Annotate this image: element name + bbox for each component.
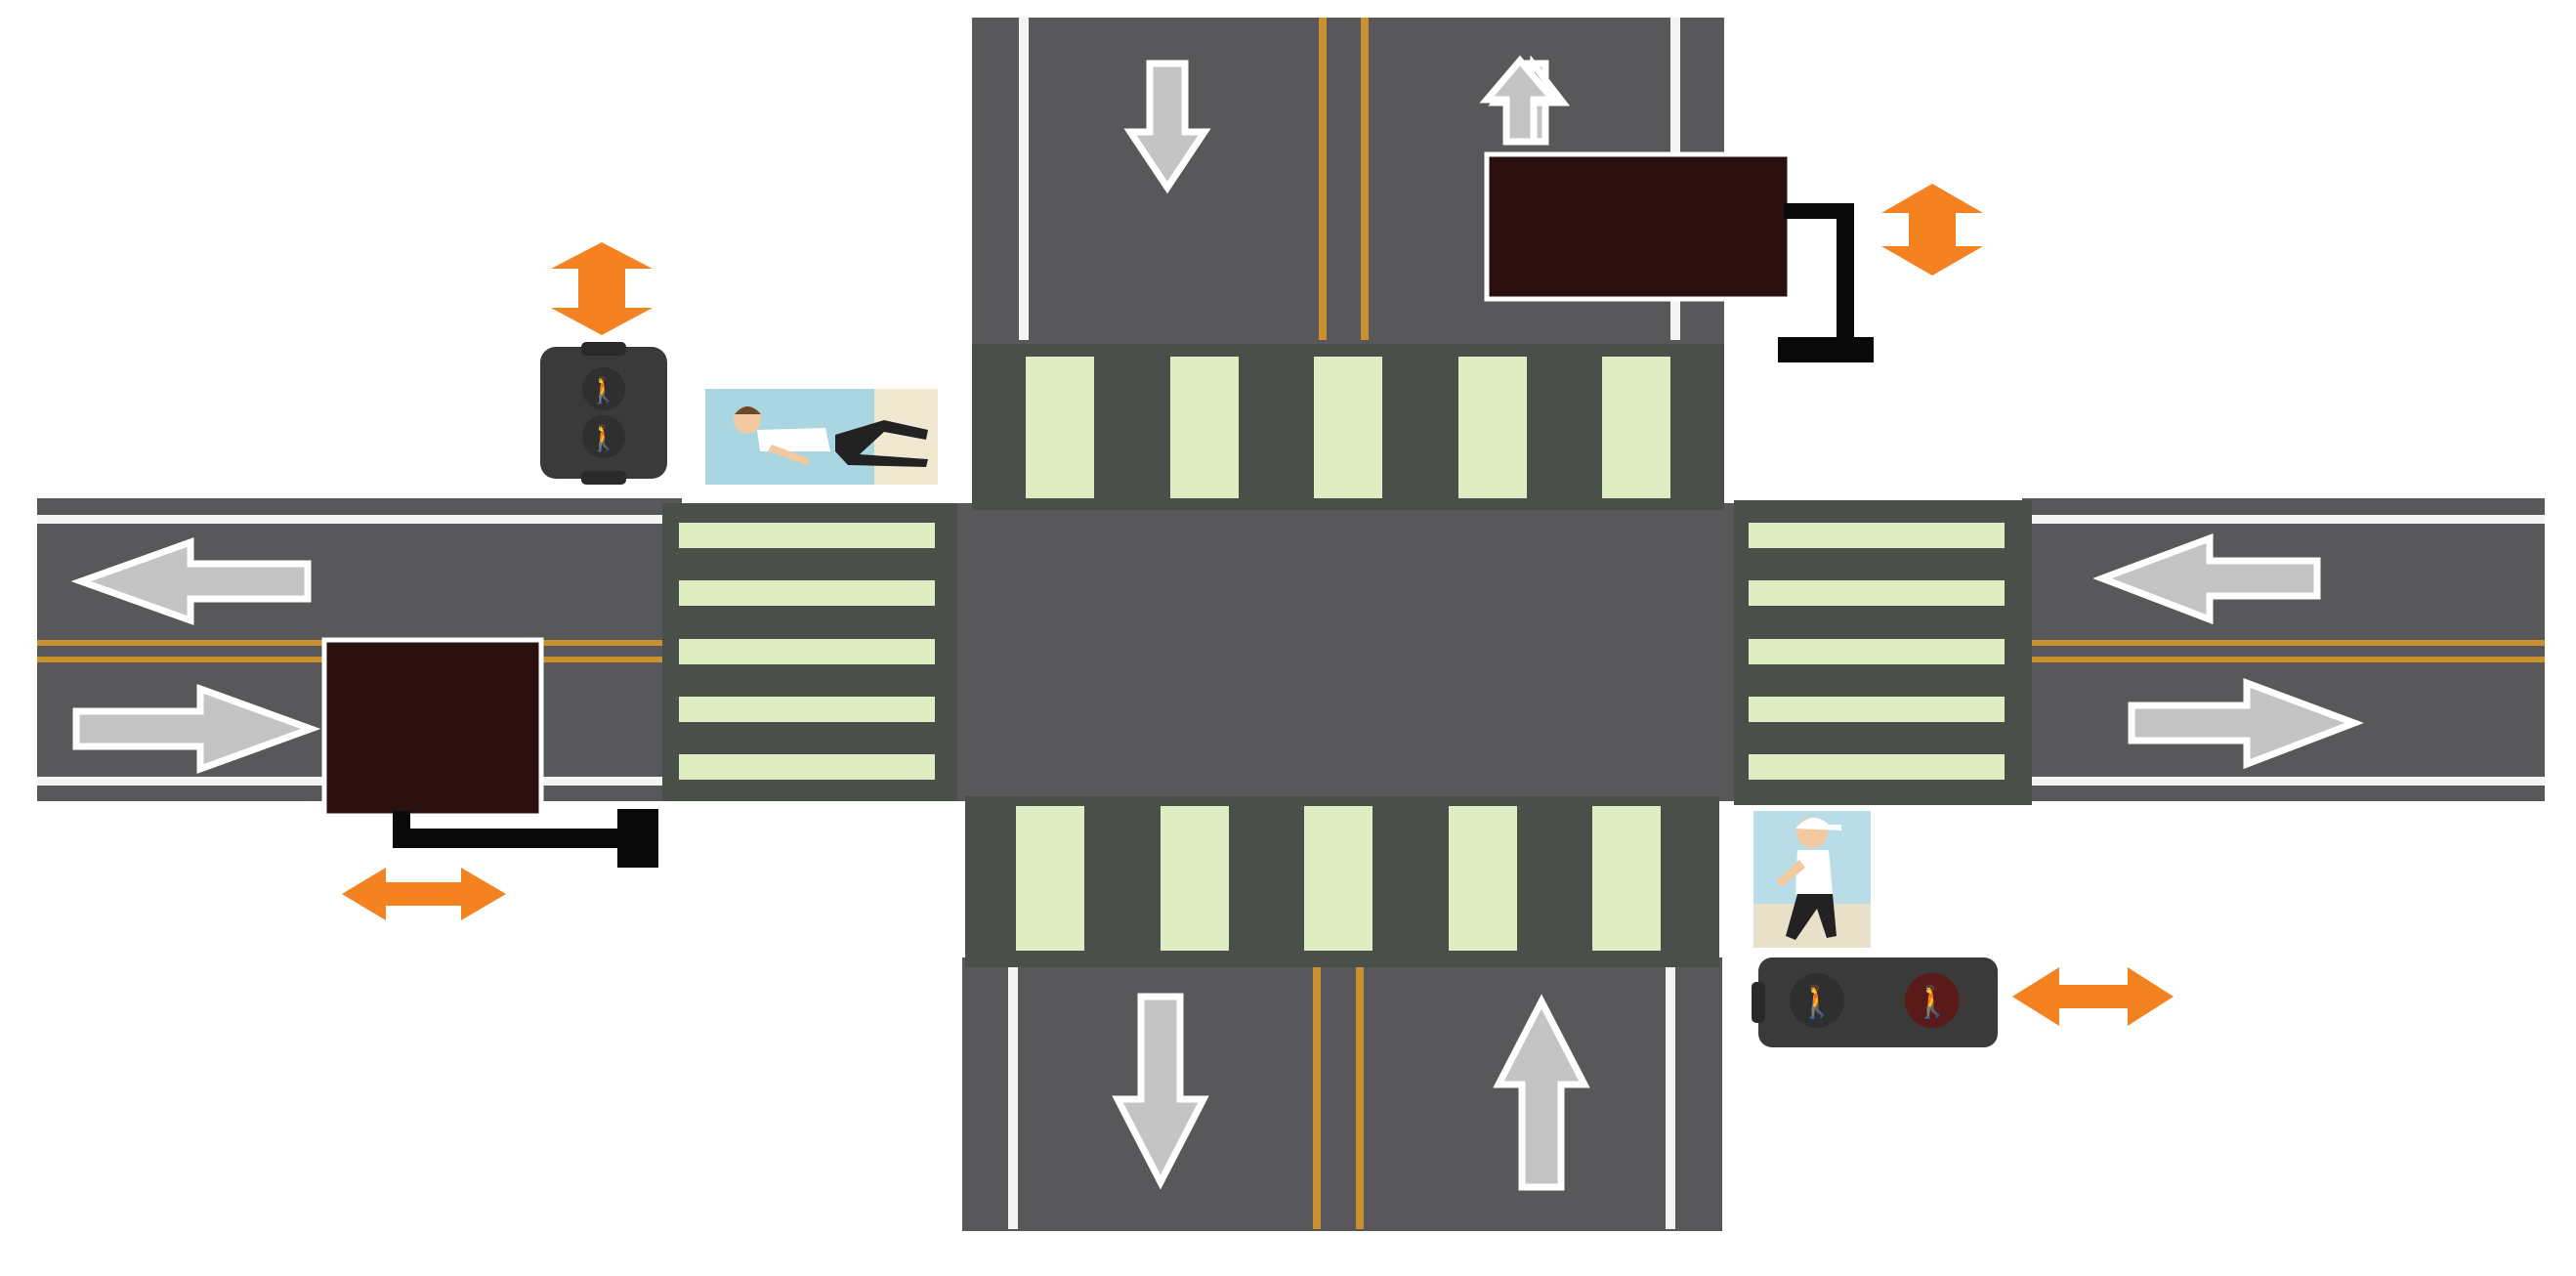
crosswalk-stripe bbox=[1026, 357, 1094, 498]
pedestrian-arm bbox=[1776, 860, 1805, 887]
pedestrian-hair bbox=[735, 406, 761, 414]
ped-signal-housing bbox=[540, 347, 667, 479]
arrow-left-icon bbox=[70, 537, 312, 625]
crosswalk-stripes bbox=[1749, 523, 2005, 780]
crosswalk-stripe bbox=[1592, 806, 1661, 951]
arrow-left-icon bbox=[2092, 532, 2321, 625]
crosswalk-stripe bbox=[1170, 357, 1239, 498]
arrow-down-icon bbox=[1112, 993, 1209, 1190]
arrow-right-icon bbox=[2128, 677, 2364, 770]
signal-pole bbox=[1837, 203, 1854, 350]
ped-green-lamp bbox=[582, 415, 625, 458]
intersection-box bbox=[957, 503, 1739, 801]
north-road-center-line-a bbox=[1319, 18, 1327, 340]
ped-red-lamp bbox=[1905, 973, 1960, 1028]
south-road-center-line-b bbox=[1356, 965, 1364, 1229]
direction-arrows bbox=[70, 55, 2364, 1191]
horizontal-double-arrow-icon bbox=[2012, 967, 2174, 1026]
pedestrian-panel-wall bbox=[874, 389, 938, 485]
crosswalk-stripe bbox=[679, 523, 935, 548]
pedestrian-shirt bbox=[1795, 850, 1833, 894]
crosswalk-stripe bbox=[1314, 357, 1382, 498]
crosswalk-stripe bbox=[1749, 523, 2005, 548]
pedestrian-walking-right-icon bbox=[1753, 811, 1871, 948]
crosswalk-stripe bbox=[679, 754, 935, 780]
crosswalk-stripes bbox=[679, 523, 935, 780]
crosswalk-stripes bbox=[1016, 806, 1661, 951]
crosswalk-east bbox=[1734, 500, 2032, 805]
pedestrian-legs bbox=[1786, 894, 1837, 940]
ped-green-lamp bbox=[1790, 973, 1844, 1028]
crosswalk-stripe bbox=[1458, 357, 1527, 498]
east-road-top-edge-line bbox=[2032, 515, 2545, 524]
signal-pole bbox=[393, 829, 617, 848]
ped-stop-icon: 🚶 bbox=[588, 375, 619, 405]
crosswalk-stripe bbox=[1749, 639, 2005, 664]
ped-walk-icon: 🚶 bbox=[1797, 983, 1837, 1020]
pedestrian-arm bbox=[768, 445, 811, 465]
ped-signal-northwest: 🚶 🚶 bbox=[540, 342, 667, 485]
crosswalk-stripe bbox=[1016, 806, 1084, 951]
ped-signal-southeast: 🚶 🚶 bbox=[1752, 957, 1998, 1047]
crosswalk-stripe bbox=[679, 580, 935, 606]
arrow-up-icon bbox=[1493, 994, 1590, 1191]
pedestrian-shirt bbox=[757, 428, 830, 451]
crosswalk-stripes bbox=[1026, 357, 1670, 498]
crosswalk-stripe bbox=[1749, 754, 2005, 780]
vertical-double-arrow-icon bbox=[1881, 184, 1983, 276]
horizontal-double-arrow-icon bbox=[342, 868, 506, 920]
north-road-center-line-b bbox=[1361, 18, 1369, 340]
crosswalk-stripe bbox=[679, 697, 935, 722]
arrow-down-icon bbox=[1123, 60, 1211, 194]
south-road bbox=[962, 957, 1722, 1231]
signal-head bbox=[1484, 151, 1793, 302]
south-road-right-edge-line bbox=[1666, 965, 1675, 1229]
south-road-left-edge-line bbox=[1008, 965, 1018, 1229]
crosswalk-south bbox=[965, 796, 1719, 967]
south-road-center-line-a bbox=[1313, 965, 1321, 1229]
arrow-right-icon bbox=[72, 684, 321, 774]
pedestrian-legs bbox=[835, 420, 928, 467]
vehicle-signal-northeast bbox=[1484, 151, 1874, 362]
signal-pole-base bbox=[617, 809, 658, 868]
east-road-bottom-edge-line bbox=[2032, 777, 2545, 786]
crosswalk-stripe bbox=[679, 639, 935, 664]
ped-signal-cap bbox=[581, 342, 626, 356]
ped-signal-cap bbox=[1752, 982, 1765, 1023]
signal-pole-base bbox=[1778, 337, 1874, 362]
crosswalk-stripe bbox=[1602, 357, 1670, 498]
crosswalk-west bbox=[662, 503, 957, 801]
crosswalk-stripe bbox=[1749, 697, 2005, 722]
vertical-double-arrow-icon bbox=[551, 242, 653, 335]
ped-stop-icon: 🚶 bbox=[1913, 983, 1952, 1020]
signal-head bbox=[321, 637, 544, 819]
north-road-left-edge-line bbox=[1019, 18, 1029, 340]
pedestrian-walking-left-icon bbox=[705, 389, 938, 485]
ped-walk-icon: 🚶 bbox=[588, 423, 619, 453]
crosswalk-stripe bbox=[1749, 580, 2005, 606]
west-road-top-edge-line bbox=[37, 515, 662, 524]
crosswalk-north bbox=[972, 344, 1724, 510]
vehicle-signal-southwest bbox=[321, 637, 658, 868]
pedestrian-cap bbox=[1795, 817, 1841, 830]
crosswalk-stripe bbox=[1449, 806, 1517, 951]
ped-signal-cap bbox=[581, 471, 626, 485]
crosswalk-stripe bbox=[1304, 806, 1372, 951]
ped-red-lamp bbox=[582, 367, 625, 410]
crosswalk-stripe bbox=[1161, 806, 1229, 951]
east-road bbox=[2022, 498, 2545, 801]
east-road-center-line-a bbox=[2032, 640, 2545, 646]
arrow-up-icon bbox=[1479, 55, 1561, 146]
east-road-center-line-b bbox=[2032, 657, 2545, 662]
